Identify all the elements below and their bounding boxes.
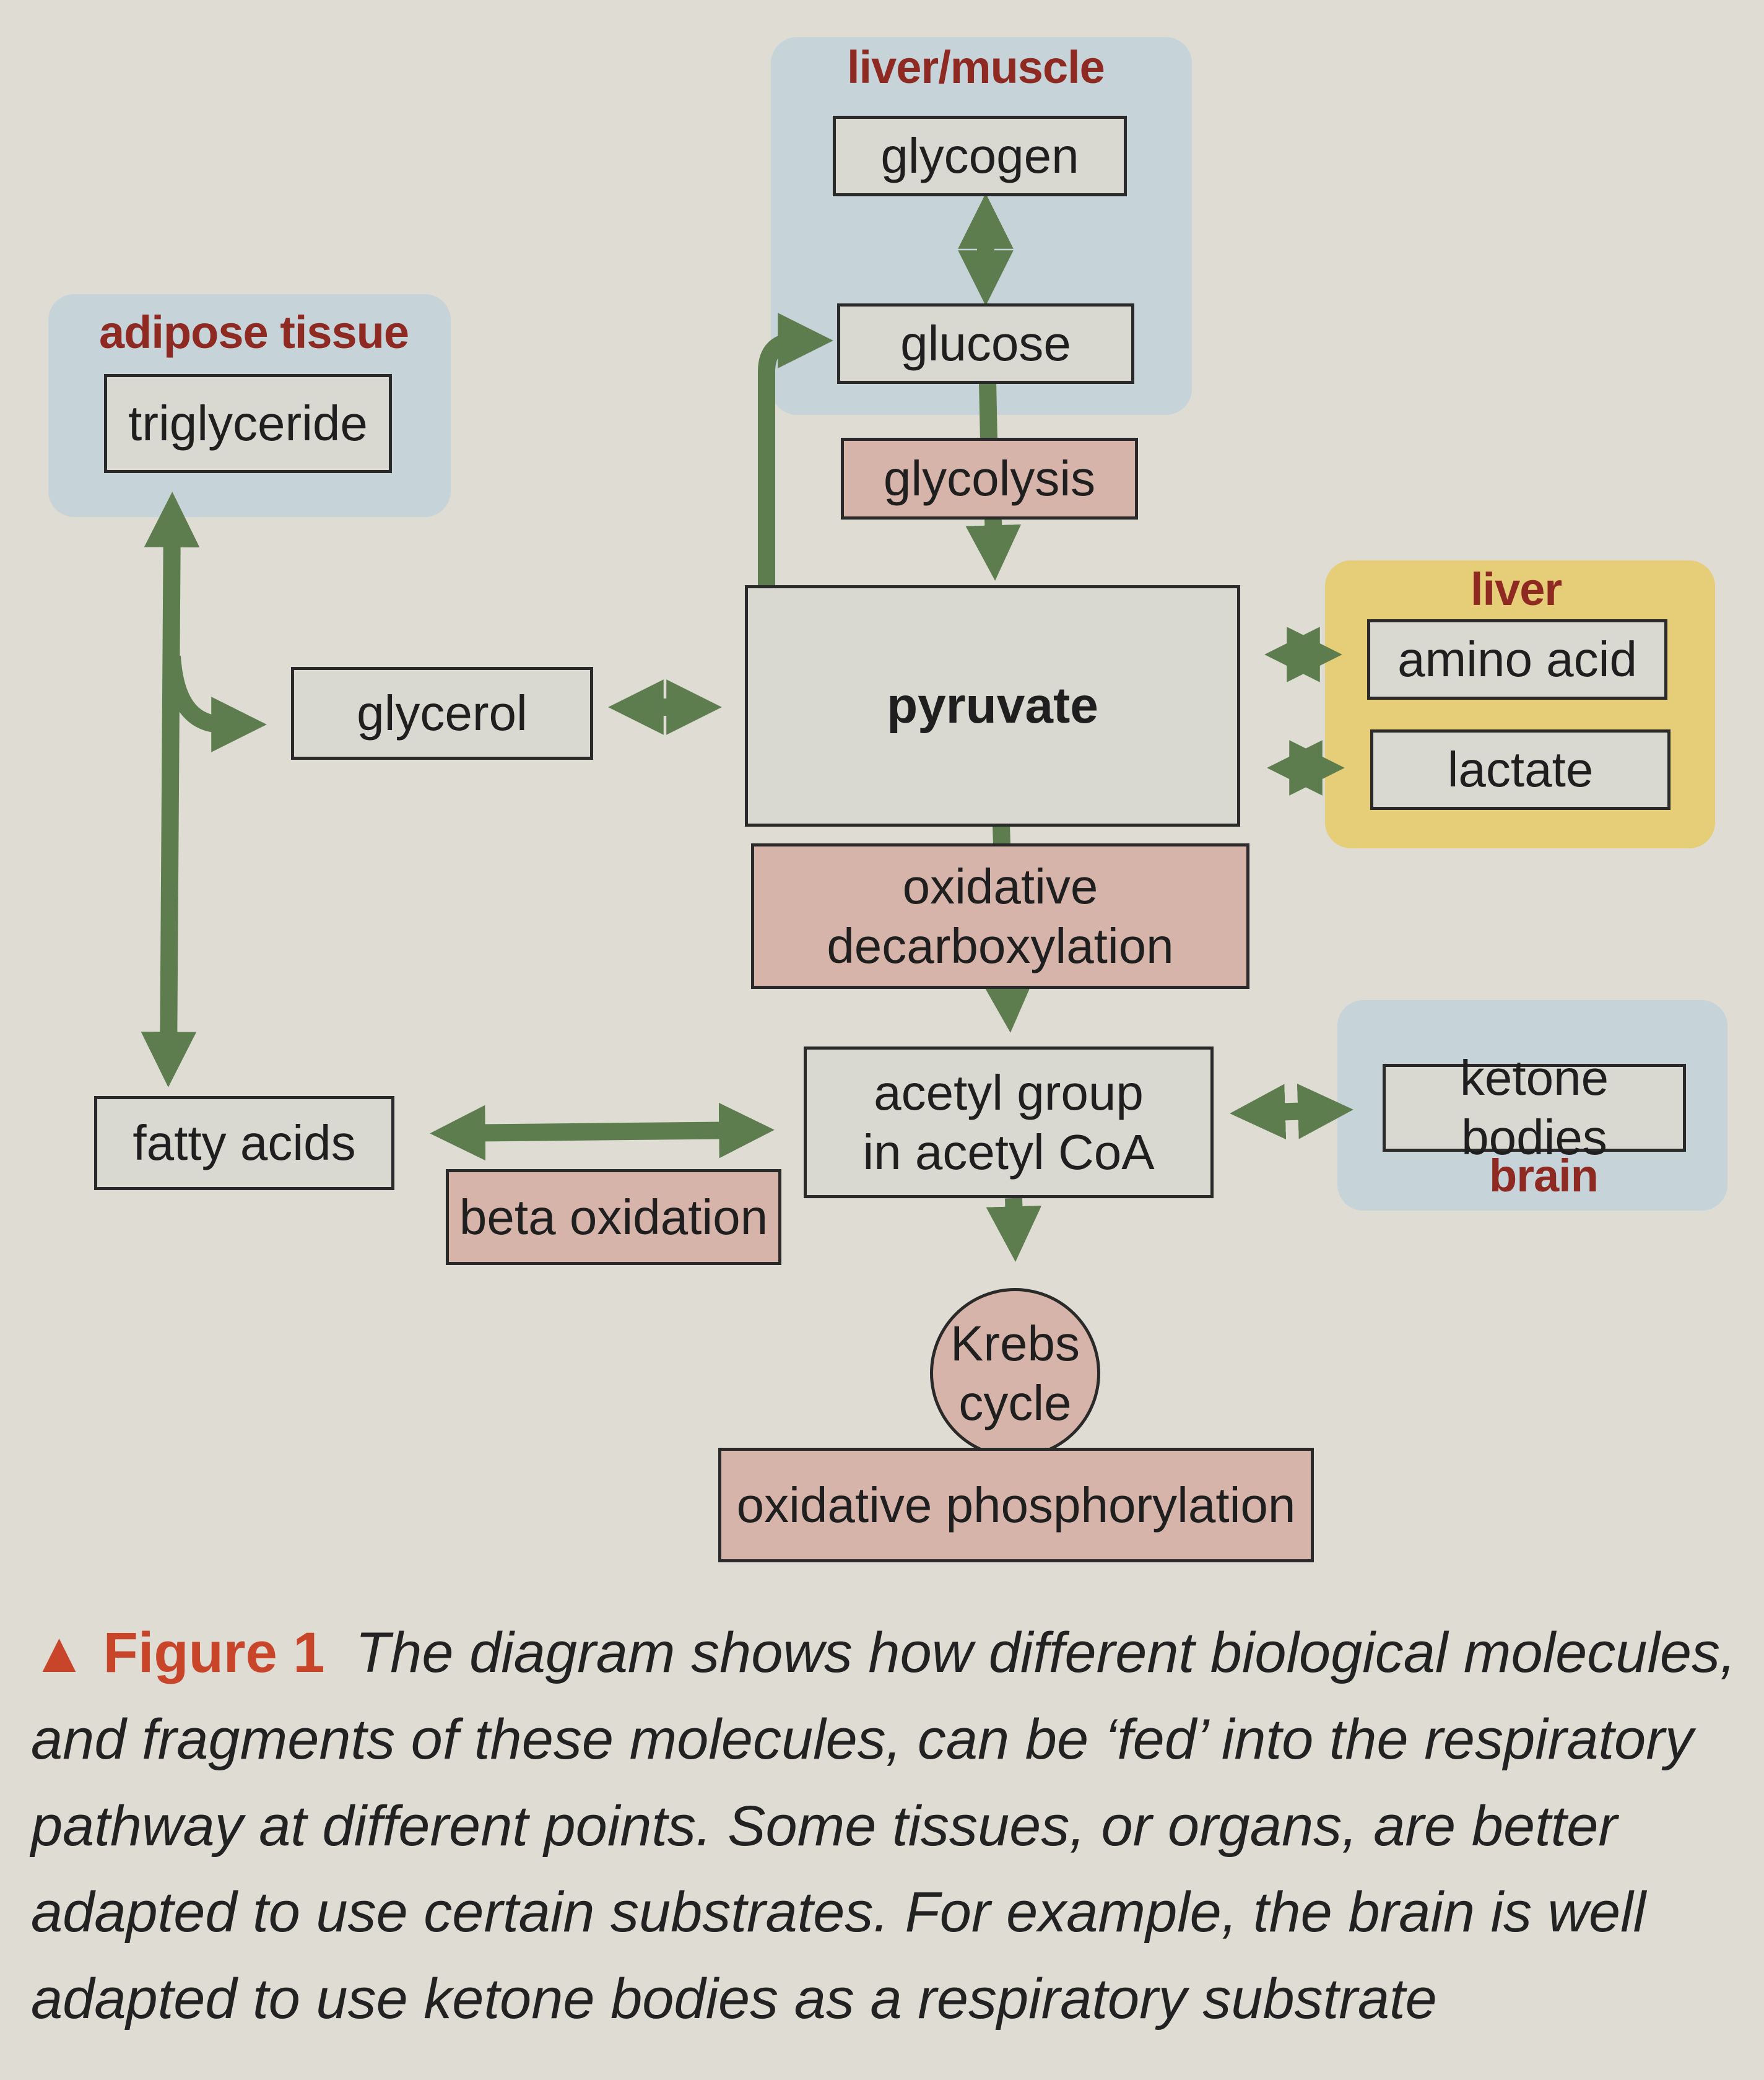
oxidative-decarboxylation-node: oxidative decarboxylation — [751, 843, 1249, 989]
oxidative-decarboxylation-line2: decarboxylation — [827, 918, 1174, 973]
acetyl-coa-node: acetyl group in acetyl CoA — [804, 1047, 1214, 1198]
fatty-acids-node: fatty acids — [94, 1096, 394, 1190]
glycolysis-node: glycolysis — [841, 438, 1138, 520]
brain-label: brain — [1489, 1150, 1599, 1201]
pyruvate-node: pyruvate — [745, 585, 1240, 827]
glycerol-node: glycerol — [291, 667, 593, 760]
adipose-tissue-label: adipose tissue — [99, 307, 409, 358]
acetyl-coa-line1: acetyl group — [874, 1064, 1144, 1120]
arrow-acetyl-ketone — [1230, 1083, 1353, 1140]
arrow-glycolysis-pyruvate — [965, 518, 1022, 581]
arrow-pyruvate-oxdecarb — [993, 824, 1010, 846]
ketone-bodies-node: ketone bodies — [1383, 1050, 1686, 1165]
lactate-node: lactate — [1370, 729, 1671, 810]
krebs-cycle-line1: Krebs — [950, 1315, 1080, 1371]
beta-oxidation-node: beta oxidation — [446, 1169, 781, 1265]
glucose-node: glucose — [837, 303, 1134, 384]
figure-caption: ▲ Figure 1 The diagram shows how differe… — [31, 1610, 1740, 2043]
liver-label: liver — [1471, 564, 1562, 615]
arrow-acetyl-krebs — [986, 1198, 1042, 1262]
liver-muscle-label: liver/muscle — [847, 41, 1105, 93]
glycogen-node: glycogen — [833, 116, 1127, 196]
triglyceride-node: triglyceride — [104, 374, 392, 473]
oxidative-phosphorylation-node: oxidative phosphorylation — [718, 1448, 1314, 1562]
arrow-glucose-glycolysis — [979, 380, 997, 442]
figure-triangle-icon: ▲ — [31, 1621, 88, 1684]
figure-label: Figure 1 — [103, 1621, 325, 1684]
arrow-triglyceride-fatty-acids — [141, 492, 200, 1087]
figure-caption-text: The diagram shows how different biologic… — [31, 1621, 1736, 2031]
krebs-cycle-line2: cycle — [958, 1375, 1072, 1430]
arrow-pyruvate-glucose — [758, 313, 833, 585]
acetyl-coa-line2: in acetyl CoA — [862, 1124, 1155, 1180]
arrow-oxdecarb-acetyl — [980, 975, 1035, 1033]
amino-acid-node: amino acid — [1367, 619, 1667, 700]
arrow-fatty-acids-acetyl — [430, 1102, 775, 1161]
krebs-cycle-node: Krebs cycle — [930, 1288, 1100, 1458]
oxidative-decarboxylation-line1: oxidative — [902, 858, 1098, 914]
arrow-branch-glycerol — [163, 655, 267, 752]
